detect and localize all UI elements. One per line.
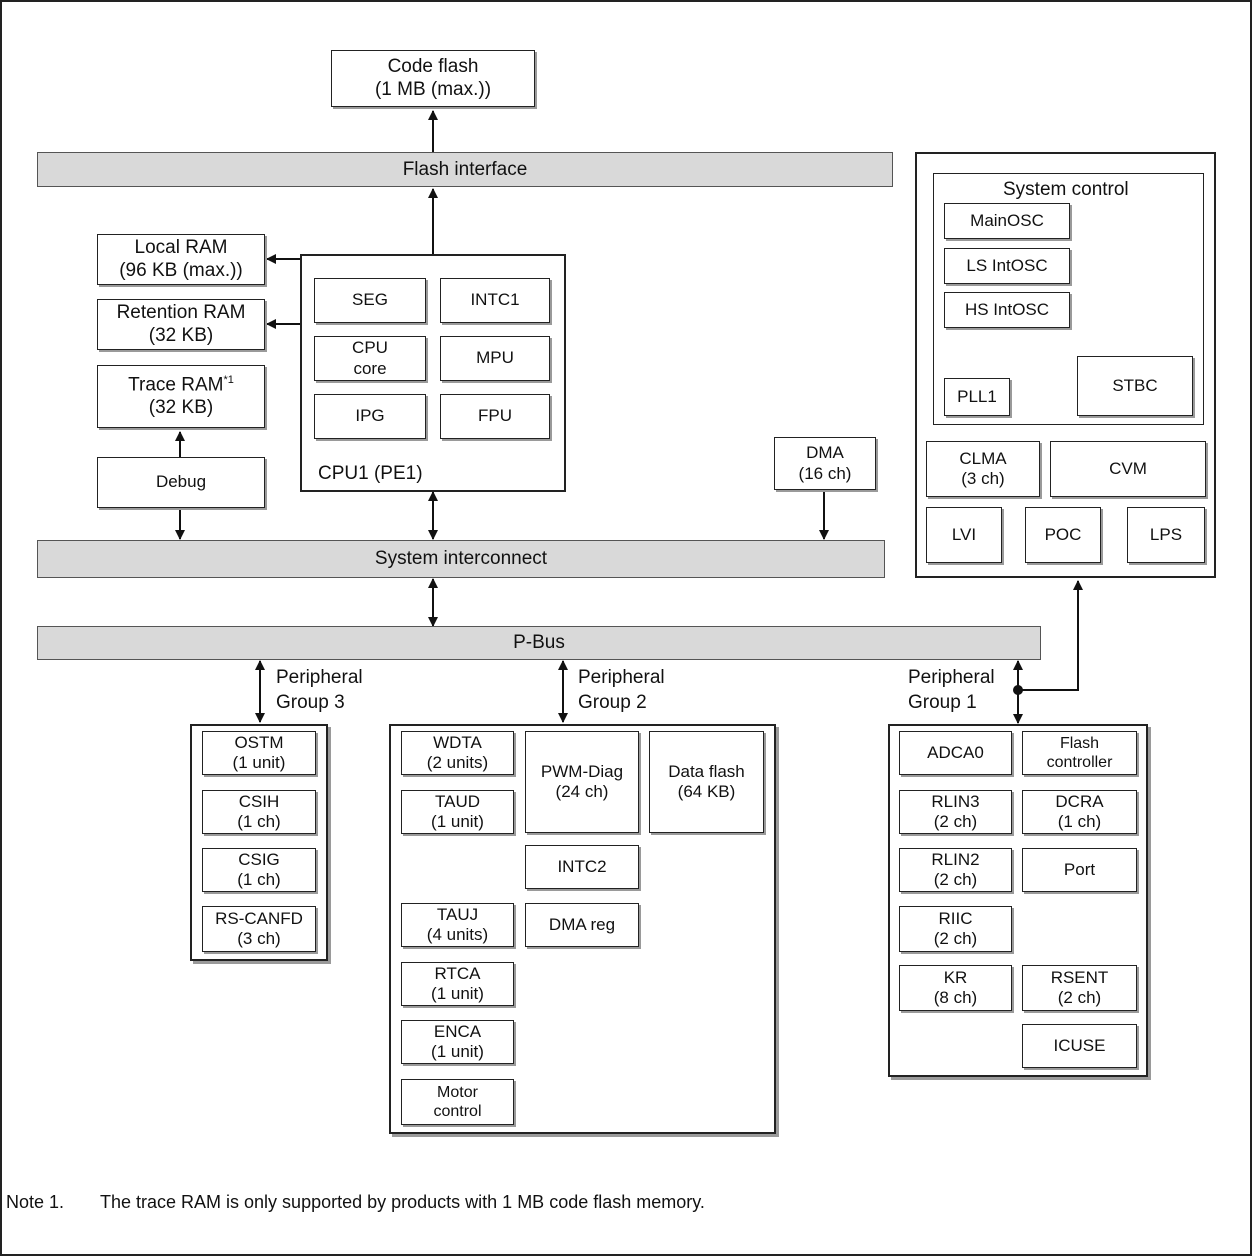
cpu1-label: CPU1 (PE1): [318, 463, 423, 484]
footnote-marker: *1: [223, 373, 234, 386]
group3-label: Peripheral Group 3: [276, 667, 363, 713]
system-control-title: System control: [1003, 179, 1129, 200]
ipg-box: IPG: [314, 394, 426, 439]
code-flash-box: Code flash (1 MB (max.)): [331, 50, 535, 107]
retention-ram-box: Retention RAM (32 KB): [97, 299, 265, 350]
note-label: Note 1.: [6, 1192, 65, 1212]
dma-box: DMA (16 ch): [774, 437, 876, 490]
trace-ram-label: Trace RAM*1 (32 KB): [128, 373, 234, 418]
system-interconnect-bus: System interconnect: [37, 540, 885, 578]
cpu-core-box: CPU core: [314, 336, 426, 381]
wdta-box: WDTA (2 units): [401, 731, 514, 775]
data-flash-box: Data flash (64 KB): [649, 731, 764, 833]
taud-box: TAUD (1 unit): [401, 790, 514, 834]
ostm-box: OSTM (1 unit): [202, 731, 316, 775]
group2-label: Peripheral Group 2: [578, 667, 665, 713]
rlin3-box: RLIN3 (2 ch): [899, 790, 1012, 834]
local-ram-box: Local RAM (96 KB (max.)): [97, 234, 265, 285]
mpu-box: MPU: [440, 336, 550, 381]
motor-control-box: Motor control: [401, 1079, 514, 1125]
intc2-box: INTC2: [525, 845, 639, 889]
dcra-box: DCRA (1 ch): [1022, 790, 1137, 834]
flash-interface-bus: Flash interface: [37, 152, 893, 187]
debug-box: Debug: [97, 457, 265, 508]
flash-controller-box: Flash controller: [1022, 731, 1137, 775]
csig-box: CSIG (1 ch): [202, 848, 316, 892]
group1-label: Peripheral Group 1: [908, 667, 995, 713]
clma-box: CLMA (3 ch): [926, 441, 1040, 497]
seg-box: SEG: [314, 278, 426, 323]
junction-dot: [1013, 685, 1023, 695]
tauj-box: TAUJ (4 units): [401, 903, 514, 947]
trace-ram-box: Trace RAM*1 (32 KB): [97, 365, 265, 428]
hs-intosc-box: HS IntOSC: [944, 292, 1070, 328]
group1-block: [888, 724, 1148, 1077]
pll1-box: PLL1: [944, 378, 1010, 416]
pbus: P-Bus: [37, 626, 1041, 660]
csih-box: CSIH (1 ch): [202, 790, 316, 834]
enca-box: ENCA (1 unit): [401, 1020, 514, 1064]
pwm-diag-box: PWM-Diag (24 ch): [525, 731, 639, 833]
port-box: Port: [1022, 848, 1137, 892]
rs-canfd-box: RS-CANFD (3 ch): [202, 906, 316, 952]
lvi-box: LVI: [926, 507, 1002, 563]
dma-reg-box: DMA reg: [525, 903, 639, 947]
lps-box: LPS: [1127, 507, 1205, 563]
intc1-box: INTC1: [440, 278, 550, 323]
fpu-box: FPU: [440, 394, 550, 439]
adca0-box: ADCA0: [899, 731, 1012, 775]
rsent-box: RSENT (2 ch): [1022, 965, 1137, 1011]
stbc-box: STBC: [1077, 356, 1193, 416]
arrow-to-system-control: [1018, 580, 1083, 691]
rlin2-box: RLIN2 (2 ch): [899, 848, 1012, 892]
cvm-box: CVM: [1050, 441, 1206, 497]
kr-box: KR (8 ch): [899, 965, 1012, 1011]
icuse-box: ICUSE: [1022, 1024, 1137, 1068]
poc-box: POC: [1025, 507, 1101, 563]
mainosc-box: MainOSC: [944, 203, 1070, 239]
ls-intosc-box: LS IntOSC: [944, 248, 1070, 284]
note-text: The trace RAM is only supported by produ…: [100, 1192, 705, 1212]
riic-box: RIIC (2 ch): [899, 906, 1012, 952]
rtca-box: RTCA (1 unit): [401, 962, 514, 1006]
